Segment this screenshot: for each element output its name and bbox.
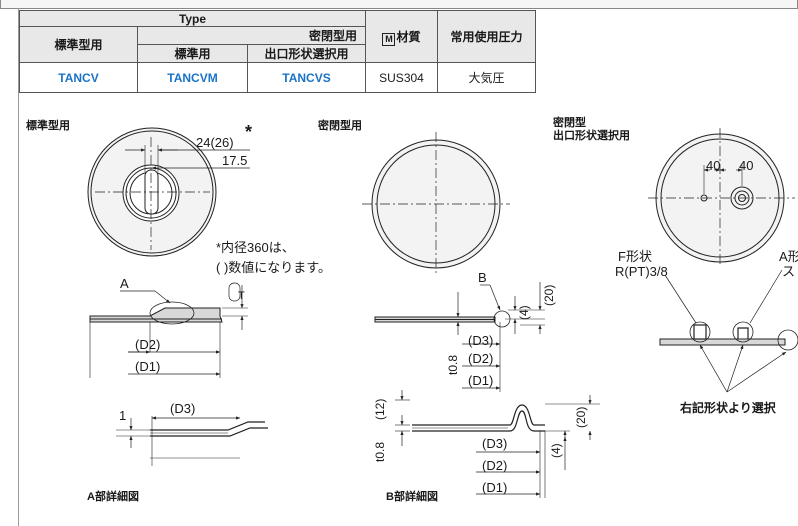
rpt-thread-label: R(PT)3/8 xyxy=(615,264,668,279)
st-label: ス xyxy=(782,264,795,279)
dim-24-26: 24(26) xyxy=(196,135,234,150)
standard-type-label: 標準型用 xyxy=(26,120,70,132)
select-shape-note: 右記形状より選択 xyxy=(680,401,776,415)
detail-b-drawing xyxy=(395,390,600,498)
dim-12-detail-b: (12) xyxy=(373,399,387,420)
standard-top-view xyxy=(87,127,250,257)
dim-4-detail-b: (4) xyxy=(549,443,563,458)
asterisk-mark: * xyxy=(245,122,252,142)
dim-t08-detail-b: t0.8 xyxy=(373,442,387,462)
code-tancv: TANCV xyxy=(19,62,138,93)
dim-d2-standard: (D2) xyxy=(135,337,160,352)
dim-1-detail-a: 1 xyxy=(119,408,126,423)
material-m-icon: M xyxy=(382,32,396,46)
dim-d2-sealed: (D2) xyxy=(468,351,493,366)
f-shape-label: F形状 xyxy=(618,249,652,264)
dim-d3-detail-b: (D3) xyxy=(482,436,507,451)
detail-a-drawing xyxy=(116,416,268,466)
dim-d1-standard: (D1) xyxy=(135,359,160,374)
dim-d2-detail-b: (D2) xyxy=(482,458,507,473)
code-tancvs: TANCVS xyxy=(247,62,366,93)
dim-t: T xyxy=(238,290,245,302)
pressure-header: 常用使用圧力 xyxy=(437,10,536,63)
dim-20-sealed: (20) xyxy=(542,285,556,306)
standard-side-view xyxy=(89,282,248,378)
dim-40-right: 40 xyxy=(739,158,753,173)
callout-a: A xyxy=(120,276,129,291)
code-tancvm: TANCVM xyxy=(137,62,248,93)
dim-d1-sealed: (D1) xyxy=(468,373,493,388)
sealed-outlet-header: 出口形状選択用 xyxy=(247,44,366,63)
dim-d3-sealed: (D3) xyxy=(468,333,493,348)
dim-d1-detail-b: (D1) xyxy=(482,480,507,495)
sealed-top-view xyxy=(362,132,510,276)
sealed-type-label: 密閉型用 xyxy=(318,120,362,132)
standard-type-header: 標準型用 xyxy=(19,26,138,63)
left-frame-line xyxy=(18,8,19,526)
material-header-label: 材質 xyxy=(396,29,421,44)
pressure-value: 大気圧 xyxy=(437,62,536,93)
sealed-side-view xyxy=(374,282,545,392)
note-inner-diameter: *内径360は、 xyxy=(216,240,295,255)
detail-a-label: A部詳細図 xyxy=(87,491,139,503)
sealed-outlet-type-label: 密閉型 出口形状選択用 xyxy=(553,117,630,142)
dim-t08-sealed: t0.8 xyxy=(446,355,460,375)
callout-b: B xyxy=(478,270,487,285)
detail-b-label: B部詳細図 xyxy=(386,491,438,503)
material-value: SUS304 xyxy=(365,62,438,93)
sealed-type-header: 密閉型用 xyxy=(137,26,366,45)
outlet-top-view xyxy=(648,128,795,266)
type-header: Type xyxy=(19,10,366,27)
note-parenthesis-values: ( )数値になります。 xyxy=(216,260,331,275)
dim-4-sealed: (4) xyxy=(517,305,531,320)
dim-40-left: 40 xyxy=(706,158,720,173)
dim-d3-detail-a: (D3) xyxy=(170,401,195,416)
outlet-side-view xyxy=(659,269,798,393)
sealed-standard-header: 標準用 xyxy=(137,44,248,63)
dim-20-detail-b: (20) xyxy=(574,407,588,428)
dim-17-5: 17.5 xyxy=(222,153,247,168)
a-shape-label: A形 xyxy=(779,249,798,264)
